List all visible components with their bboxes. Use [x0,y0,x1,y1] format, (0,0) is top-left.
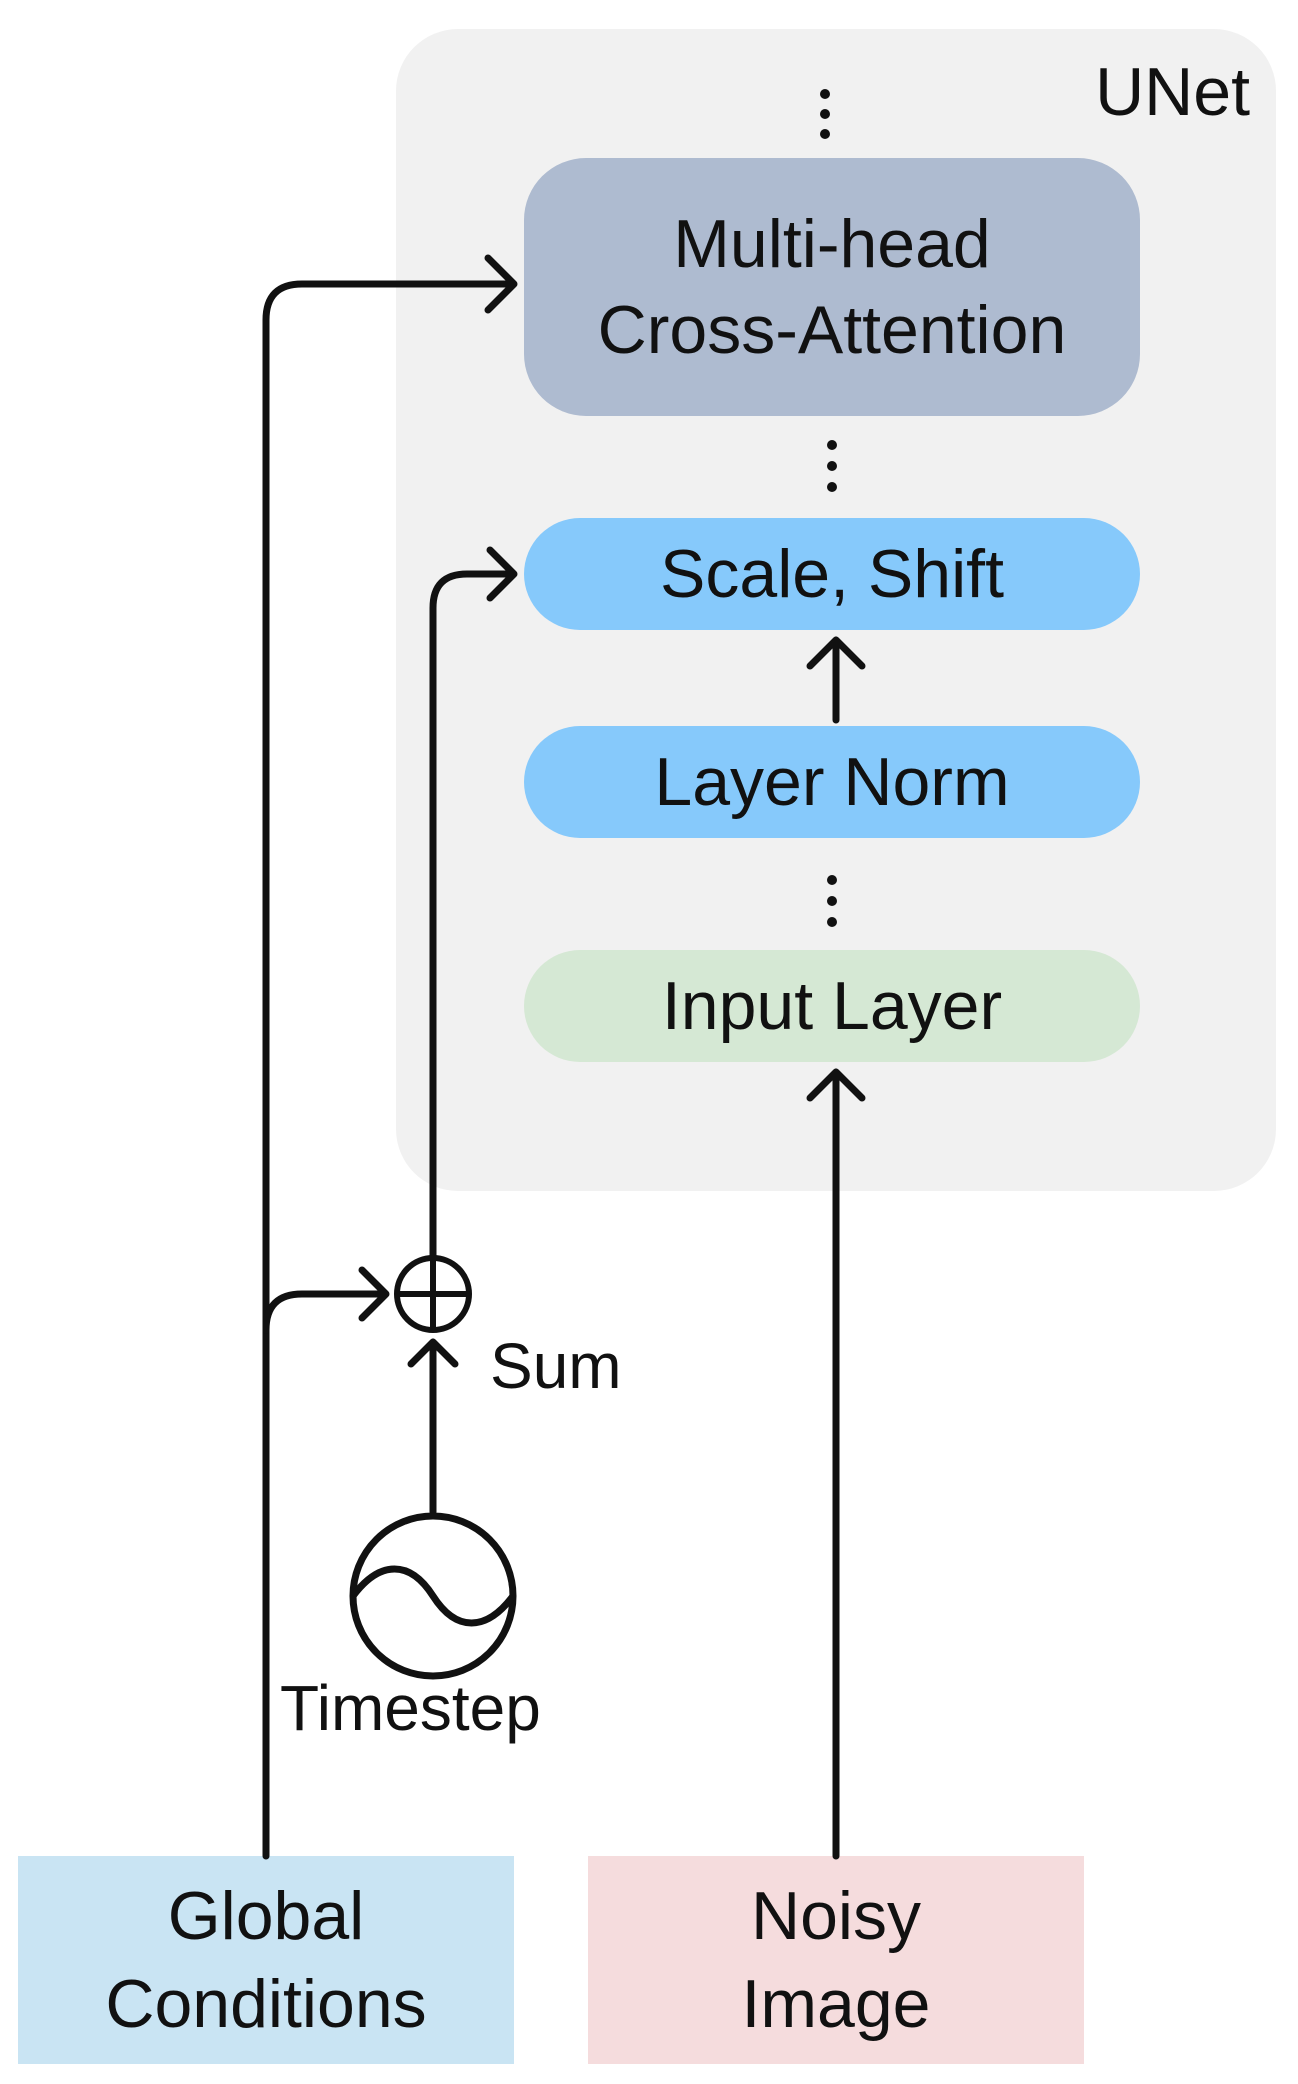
layernorm-to-scaleshift-arrow [806,636,866,724]
unet-title: UNet [1095,54,1250,130]
noisy-image-label-line2: Image [741,1966,931,2042]
global-to-crossattn-arrow [262,254,518,1860]
global-to-sum-arrow [262,1266,390,1334]
global-conditions-label-line1: Global [167,1878,365,1954]
ellipsis-lower-icon [827,875,837,927]
timestep-label: Timestep [280,1672,541,1744]
timestep-sine-icon [349,1512,517,1680]
noisy-to-input-arrow [806,1068,866,1860]
sum-operator-icon [394,1255,472,1333]
noisy-image-label-line1: Noisy [750,1878,922,1954]
ellipsis-top-icon [820,89,830,139]
ellipsis-middle-icon [827,440,837,492]
noisy-image-box: Noisy Image [588,1856,1084,2064]
scale-shift-label: Scale, Shift [660,536,1004,612]
cross-attention-label-line2: Cross-Attention [597,292,1067,368]
sum-to-scaleshift-arrow [429,546,518,1260]
sum-label: Sum [490,1330,622,1402]
input-layer-label: Input Layer [661,968,1003,1044]
cross-attention-label-line1: Multi-head [673,206,991,282]
cross-attention-block: Multi-head Cross-Attention [524,158,1140,416]
layer-norm-block: Layer Norm [524,726,1140,838]
scale-shift-block: Scale, Shift [524,518,1140,630]
global-conditions-box: Global Conditions [18,1856,514,2064]
input-layer-block: Input Layer [524,950,1140,1062]
timestep-to-sum-arrow [407,1338,459,1516]
global-conditions-label-line2: Conditions [105,1966,427,2042]
layer-norm-label: Layer Norm [654,744,1010,820]
